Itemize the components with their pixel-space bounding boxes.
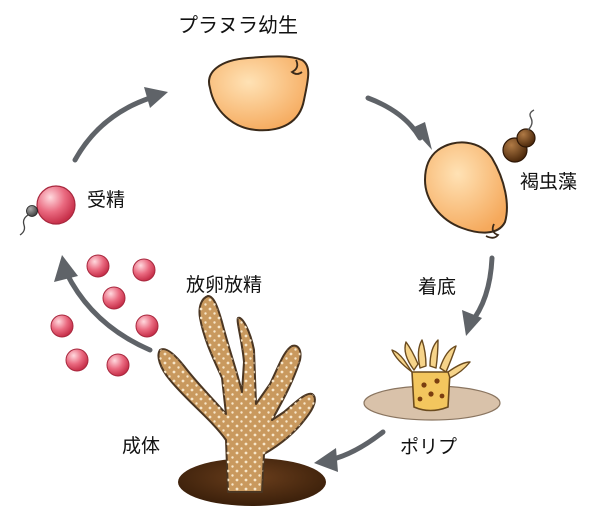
planula-with-zooxanthellae [425,142,507,237]
label-settlement: 着底 [418,272,456,299]
arrow-settle-to-polyp [462,258,492,336]
planula-larva [209,56,308,130]
zooxanthellae-cells [503,110,535,162]
label-planula-larva: プラヌラ幼生 [178,9,298,38]
label-zooxanthellae: 褐虫藻 [520,167,577,194]
arrow-fertilization-to-planula [75,87,168,160]
label-polyp: ポリプ [400,432,457,459]
arrow-polyp-to-adult [314,432,383,472]
fertilized-egg [20,186,75,235]
label-adult: 成体 [122,431,160,458]
polyp [364,340,500,420]
label-fertilization: 受精 [87,185,125,212]
adult-coral [158,296,326,506]
label-spawning: 放卵放精 [186,270,262,297]
arrow-planula-to-settle [368,98,432,150]
